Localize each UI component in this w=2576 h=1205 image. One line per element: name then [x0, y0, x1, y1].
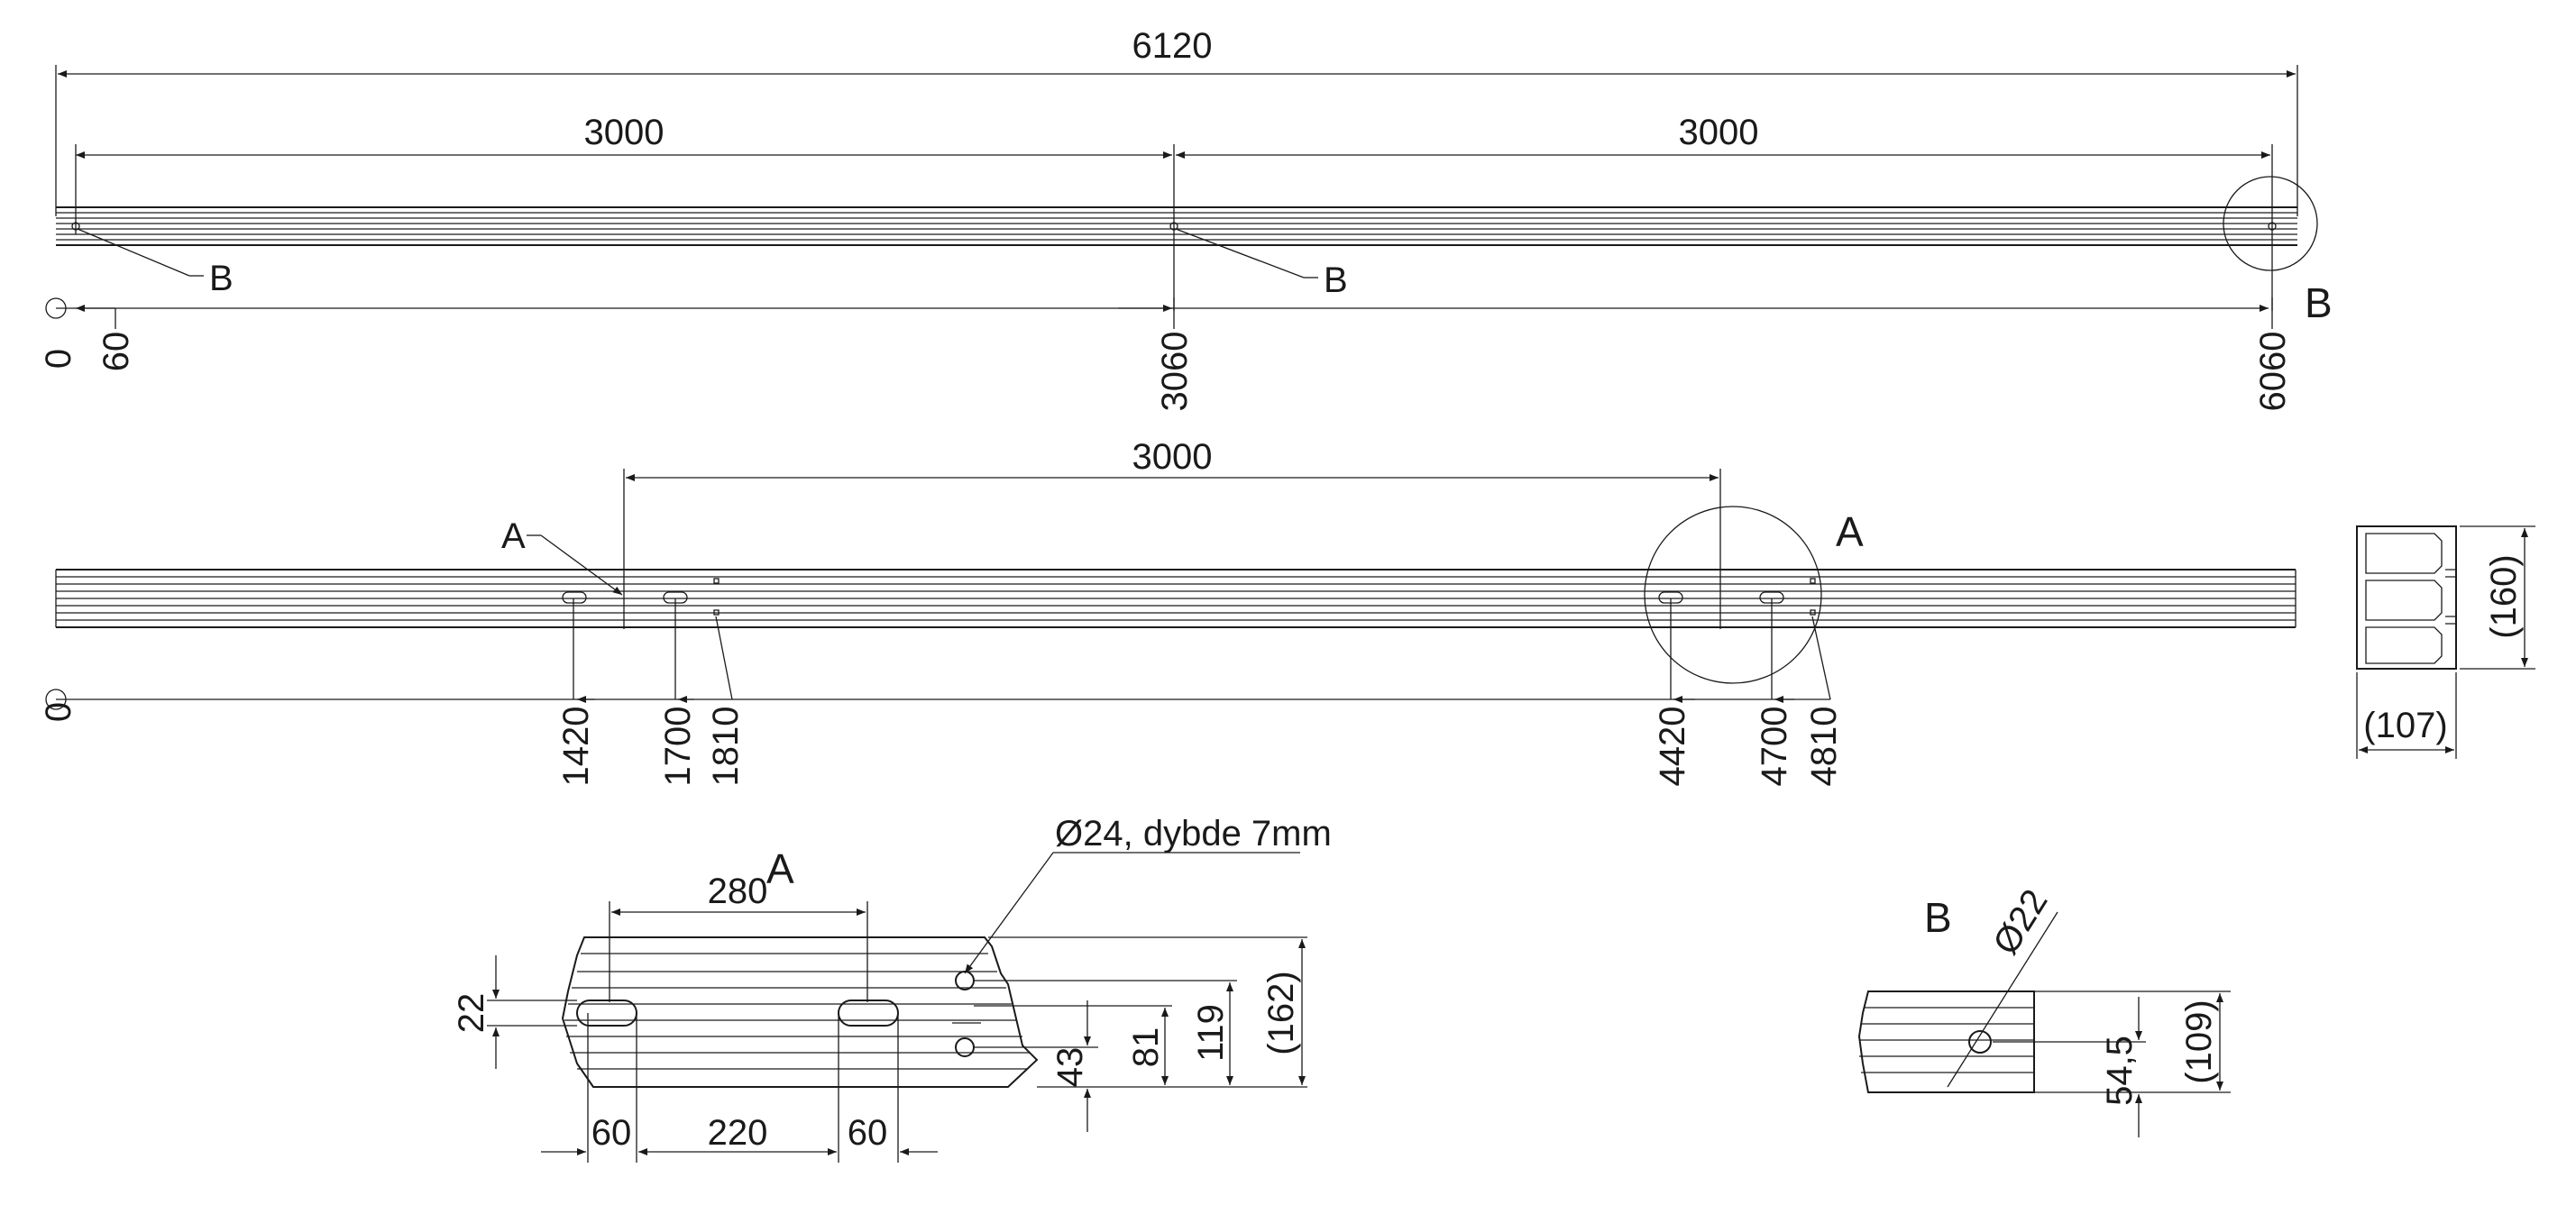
dim-60-left: 60	[591, 1113, 632, 1153]
middle-view: 3000 A A	[39, 437, 2296, 786]
callout-b-middle: B	[1324, 260, 1348, 300]
cross-section: (160) (107)	[2356, 525, 2535, 759]
dim-109: (109)	[2179, 1000, 2219, 1083]
hole-diameter-label: Ø22	[1985, 882, 2055, 961]
span-right-label: 3000	[1679, 113, 1759, 152]
dim-162: (162)	[1261, 971, 1301, 1054]
detail-a-title: A	[766, 845, 794, 892]
ordinate-60: 60	[96, 332, 136, 372]
dim-43: 43	[1050, 1047, 1090, 1088]
hole-note: Ø24, dybde 7mm	[1055, 814, 1332, 854]
detail-b: B Ø22 54,5 (109)	[1857, 882, 2231, 1137]
ordinate-3060: 3060	[1155, 332, 1195, 412]
ordinate-1810: 1810	[706, 707, 746, 787]
top-view: 6120 3000 3000 B B B	[39, 26, 2333, 411]
ordinate-4700: 4700	[1755, 707, 1794, 787]
callout-a: A	[501, 516, 526, 556]
section-width-label: (107)	[2363, 706, 2447, 745]
dim-119: 119	[1191, 1004, 1231, 1062]
ordinate-4810: 4810	[1804, 707, 1844, 787]
ordinate-1700: 1700	[658, 707, 698, 787]
slot-length-label: 280	[708, 872, 768, 911]
overall-length-label: 6120	[1132, 26, 1213, 66]
dim-81: 81	[1126, 1027, 1166, 1068]
detail-b-title: B	[1924, 894, 1952, 941]
ordinate-0: 0	[39, 349, 78, 369]
ordinate-6060: 6060	[2253, 332, 2293, 412]
callout-b-left: B	[209, 259, 234, 298]
detail-circle-a	[1644, 506, 1822, 684]
section-height-label: (160)	[2484, 554, 2524, 638]
dim-60-right: 60	[848, 1113, 888, 1153]
ordinate-0: 0	[39, 702, 78, 722]
span-left-label: 3000	[584, 113, 665, 152]
ordinate-4420: 4420	[1653, 707, 1692, 787]
detail-a: A Ø24, dybde 7mm 280 22	[452, 814, 1332, 1163]
dim-220: 220	[708, 1113, 768, 1153]
dim-54-5: 54,5	[2100, 1036, 2140, 1106]
detail-circle-b	[2223, 176, 2318, 271]
ordinate-1420: 1420	[556, 707, 596, 787]
detail-ref-b: B	[2305, 279, 2333, 326]
middle-span-label: 3000	[1132, 437, 1213, 477]
detail-ref-a: A	[1836, 508, 1864, 555]
slot-height-label: 22	[452, 993, 491, 1034]
